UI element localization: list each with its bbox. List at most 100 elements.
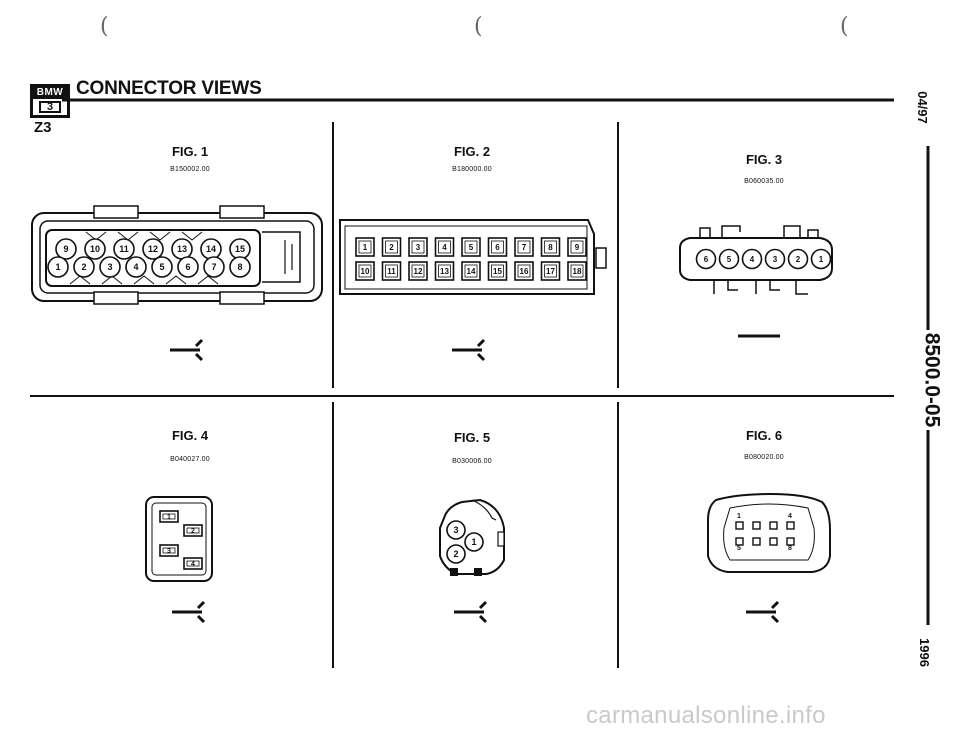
side-code-holder: 8500.0-05 — [890, 330, 960, 430]
svg-text:11: 11 — [119, 244, 129, 254]
fig3-pin-1: 1 — [810, 248, 832, 270]
fig5-pin-3: 3 — [446, 520, 466, 540]
logo-brand: BMW — [33, 87, 67, 99]
fig4-pin-3: 3 — [159, 544, 179, 557]
fig3-label: FIG. 3 — [745, 152, 783, 167]
fig4-connector: 1 2 3 4 — [145, 496, 213, 582]
svg-text:6: 6 — [495, 243, 500, 252]
fig5-pin-2: 2 — [446, 544, 466, 564]
fig4-pin-2: 2 — [183, 524, 203, 537]
side-year-holder: 1996 — [908, 633, 948, 673]
fig1-pin-2: 2 — [73, 256, 95, 278]
svg-text:18: 18 — [573, 267, 582, 276]
page-title: CONNECTOR VIEWS — [76, 78, 262, 99]
svg-text:5: 5 — [159, 262, 164, 272]
svg-text:1: 1 — [55, 262, 60, 272]
fig6-contact — [786, 521, 795, 530]
svg-text:3: 3 — [167, 548, 171, 555]
fig3-part-number: B060035.00 — [744, 178, 784, 185]
fig4-label: FIG. 4 — [171, 428, 209, 443]
svg-text:5: 5 — [469, 243, 474, 252]
svg-text:9: 9 — [63, 244, 68, 254]
svg-text:4: 4 — [191, 561, 195, 568]
fig2-pin-2: 2 — [381, 237, 402, 257]
fig6-contact — [769, 537, 778, 546]
fig2-pin-5: 5 — [461, 237, 481, 257]
svg-text:8: 8 — [237, 262, 242, 272]
page-mark-right: ( — [840, 14, 849, 39]
fig1-pin-7: 7 — [203, 256, 225, 278]
svg-text:2: 2 — [453, 549, 458, 559]
side-date: 04/97 — [914, 91, 930, 124]
fig6-contact — [786, 537, 795, 546]
fig2-pin-4: 4 — [434, 237, 455, 257]
svg-text:2: 2 — [796, 255, 801, 264]
svg-text:16: 16 — [520, 267, 529, 276]
fig2-pin-14: 14 — [461, 261, 481, 281]
fig1-pin-15: 15 — [229, 238, 251, 260]
fig1-wire-symbol — [170, 338, 204, 362]
fig3-pin-4: 4 — [741, 248, 763, 270]
svg-text:12: 12 — [414, 267, 423, 276]
fig6-pin-label-4: 4 — [788, 513, 792, 520]
side-year: 1996 — [916, 638, 932, 667]
svg-text:1: 1 — [819, 255, 824, 264]
fig2-pin-8: 8 — [540, 237, 561, 257]
logo-series: 3 — [39, 101, 61, 113]
svg-text:3: 3 — [107, 262, 112, 272]
fig2-label: FIG. 2 — [453, 144, 491, 159]
fig1-part-number: B150002.00 — [170, 166, 210, 173]
svg-text:1: 1 — [471, 537, 476, 547]
svg-text:5: 5 — [727, 255, 732, 264]
fig2-pin-6: 6 — [487, 237, 508, 257]
model-label: Z3 — [34, 119, 52, 136]
fig2-pin-12: 12 — [408, 261, 428, 281]
fig1-pin-14: 14 — [200, 238, 222, 260]
fig6-contact — [769, 521, 778, 530]
fig2-pin-9: 9 — [567, 237, 587, 257]
svg-text:15: 15 — [235, 244, 245, 254]
svg-text:3: 3 — [773, 255, 778, 264]
svg-text:7: 7 — [522, 243, 527, 252]
svg-text:4: 4 — [133, 262, 138, 272]
fig6-part-number: B080020.00 — [744, 454, 784, 461]
svg-text:8: 8 — [548, 243, 553, 252]
fig1-pin-11: 11 — [113, 238, 135, 260]
svg-text:3: 3 — [416, 243, 421, 252]
fig2-part-number: B180000.00 — [452, 166, 492, 173]
fig5-pin-1: 1 — [464, 532, 484, 552]
fig6-contact — [735, 521, 744, 530]
fig2-wire-symbol — [452, 338, 486, 362]
fig1-pin-13: 13 — [171, 238, 193, 260]
svg-text:17: 17 — [546, 267, 555, 276]
svg-text:15: 15 — [493, 267, 502, 276]
fig3-pin-3: 3 — [764, 248, 786, 270]
svg-text:10: 10 — [361, 267, 370, 276]
svg-text:6: 6 — [185, 262, 190, 272]
fig5-label: FIG. 5 — [453, 430, 491, 445]
fig1-label: FIG. 1 — [171, 144, 209, 159]
fig2-pin-17: 17 — [540, 261, 561, 281]
svg-text:11: 11 — [387, 267, 396, 276]
fig2-pin-11: 11 — [381, 261, 402, 281]
fig1-pin-5: 5 — [151, 256, 173, 278]
fig1-pin-3: 3 — [99, 256, 121, 278]
svg-text:2: 2 — [191, 528, 195, 535]
fig4-pin-4: 4 — [183, 557, 203, 570]
fig1-pin-1: 1 — [47, 256, 69, 278]
watermark: carmanualsonline.info — [586, 702, 826, 729]
fig6-pin-label-5: 5 — [737, 545, 741, 552]
fig1-pin-9: 9 — [55, 238, 77, 260]
svg-text:1: 1 — [167, 514, 171, 521]
fig3-pin-2: 2 — [787, 248, 809, 270]
fig6-contact — [735, 537, 744, 546]
svg-text:14: 14 — [206, 244, 216, 254]
svg-text:13: 13 — [177, 244, 187, 254]
fig5-wire-symbol — [454, 600, 488, 624]
svg-text:3: 3 — [453, 525, 458, 535]
svg-text:2: 2 — [389, 243, 394, 252]
